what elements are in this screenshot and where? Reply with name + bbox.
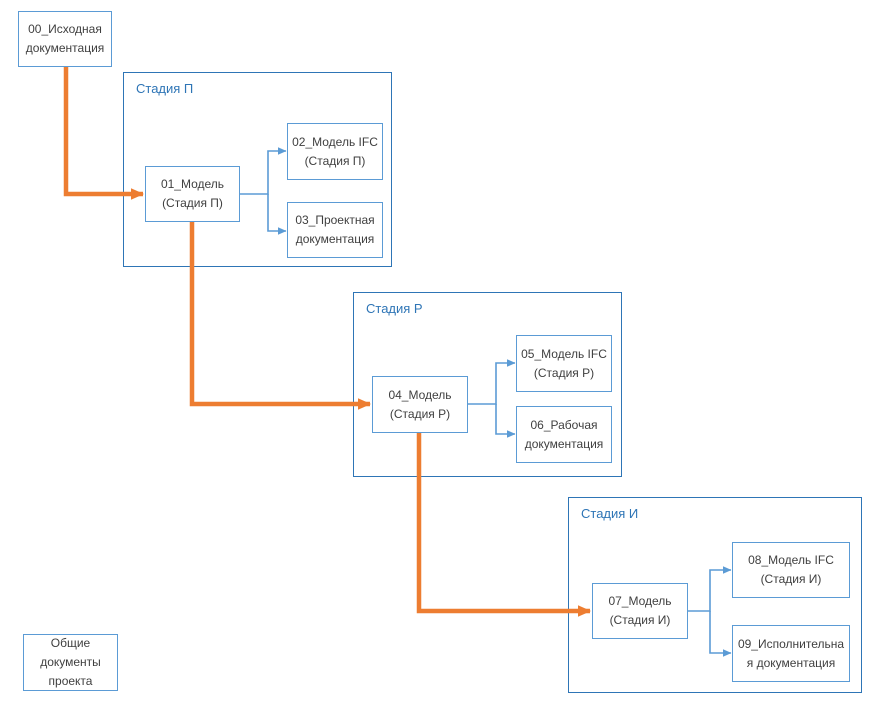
- node-label: 07_Модель (Стадия И): [608, 594, 672, 627]
- node-label: 09_Исполнительная документация: [737, 636, 845, 670]
- node-label: 01_Модель (Стадия П): [160, 177, 225, 210]
- node-common-project-documents: Общие документы проекта: [23, 634, 118, 691]
- container-stage-r-label: Стадия Р: [366, 301, 423, 316]
- node-08-model-ifc-stage-i: 08_Модель IFC (Стадия И): [732, 542, 850, 598]
- container-stage-i-label: Стадия И: [581, 506, 639, 521]
- container-stage-p-label: Стадия П: [136, 81, 194, 96]
- node-05-model-ifc-stage-r: 05_Модель IFC (Стадия Р): [516, 335, 612, 392]
- node-label: 06_Рабочая документация: [524, 417, 604, 451]
- node-label: 00_Исходная документация: [25, 22, 105, 55]
- node-label: Общие документы проекта: [40, 636, 101, 688]
- node-label: 04_Модель (Стадия Р): [388, 387, 452, 421]
- node-label: 05_Модель IFC (Стадия Р): [521, 346, 607, 380]
- node-label: 03_Проектная документация: [295, 213, 375, 246]
- node-09-asbuilt-documentation: 09_Исполнительная документация: [732, 625, 850, 682]
- node-06-working-documentation: 06_Рабочая документация: [516, 406, 612, 463]
- node-label: 08_Модель IFC (Стадия И): [748, 553, 834, 586]
- node-03-design-documentation: 03_Проектная документация: [287, 202, 383, 258]
- node-07-model-stage-i: 07_Модель (Стадия И): [592, 583, 688, 639]
- node-01-model-stage-p: 01_Модель (Стадия П): [145, 166, 240, 222]
- node-00-source-documentation: 00_Исходная документация: [18, 11, 112, 67]
- node-02-model-ifc-stage-p: 02_Модель IFC (Стадия П): [287, 123, 383, 180]
- node-label: 02_Модель IFC (Стадия П): [292, 134, 378, 168]
- node-04-model-stage-r: 04_Модель (Стадия Р): [372, 376, 468, 433]
